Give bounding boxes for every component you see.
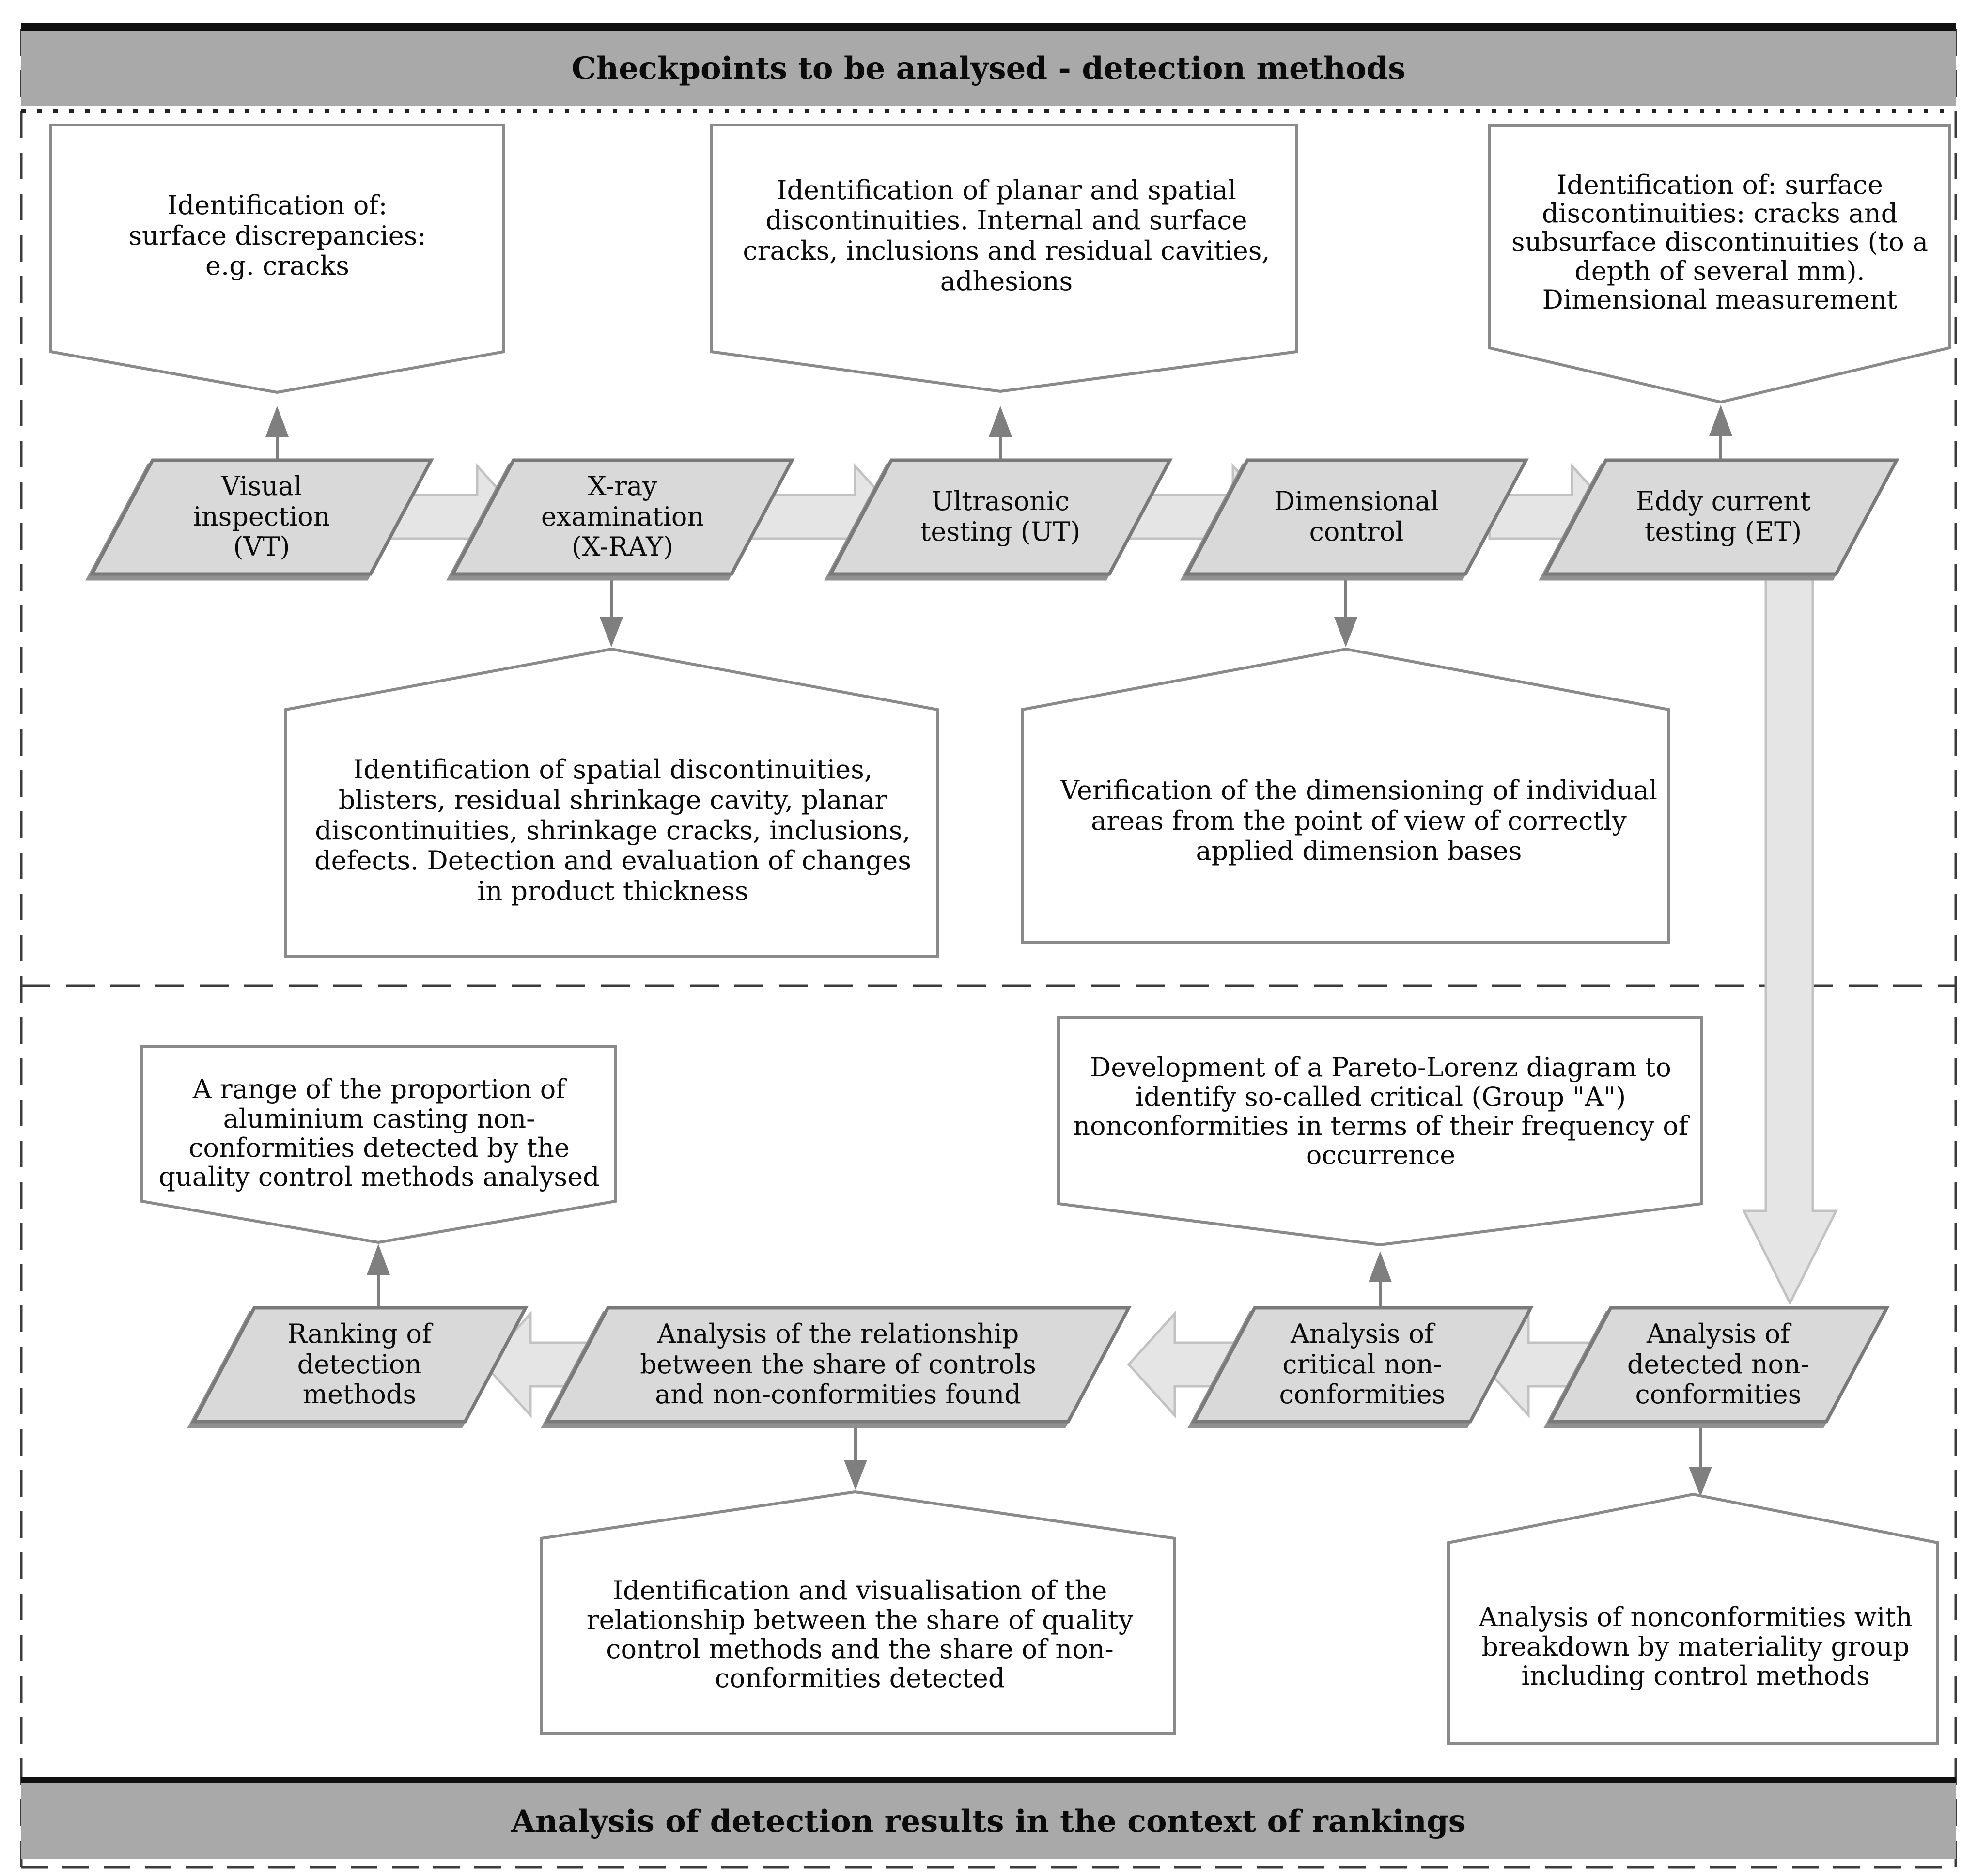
detected-result-arrow <box>1689 1423 1712 1497</box>
dimensional-result-arrow <box>1334 575 1357 647</box>
ranking-node-label: Ranking of detection methods <box>287 1318 432 1410</box>
dashed-frame <box>20 29 1957 1869</box>
ut-node-shape <box>828 458 1173 576</box>
vt-result-arrow <box>265 406 289 461</box>
ut-result-callout <box>710 124 1298 393</box>
footer-bar: Analysis of detection results in the con… <box>21 1777 1956 1859</box>
relationship-node-shape <box>545 1306 1132 1424</box>
xray-node-label: X-ray examination (X-RAY) <box>541 471 704 562</box>
critical-result-text: Development of a Pareto-Lorenz diagram t… <box>1073 1052 1688 1171</box>
detected-node-label: Analysis of detected non-conformities <box>1627 1318 1810 1410</box>
dimensional-result-box <box>1021 647 1670 944</box>
detected-node-shape <box>1547 1306 1890 1424</box>
relationship-result-text: Identification and visualisation of the … <box>586 1575 1134 1694</box>
ranking-result-text: A range of the proportion of aluminium c… <box>158 1074 600 1193</box>
et-to-detected-fat-arrow <box>1742 575 1838 1306</box>
vt-node-shape <box>89 458 434 576</box>
dimensional-node-label: Dimensional control <box>1274 486 1439 547</box>
et-result-arrow <box>1709 405 1732 461</box>
detected-result-box <box>1447 1492 1939 1745</box>
detected-result-text: Analysis of nonconformities with breakdo… <box>1479 1602 1913 1691</box>
dimensional-node-shape <box>1184 458 1529 576</box>
header-bar: Checkpoints to be analysed - detection m… <box>21 23 1956 106</box>
relationship-result-arrow <box>844 1423 867 1490</box>
xray-node-shape <box>450 458 795 576</box>
xray-result-arrow <box>600 575 623 647</box>
ut-result-text: Identification of planar and spatial dis… <box>743 174 1270 296</box>
critical-node-label: Analysis of critical non-conformities <box>1279 1318 1446 1410</box>
ranking-result-arrow <box>367 1244 390 1308</box>
vt-result-callout <box>49 124 505 394</box>
vt-node-label: Visual inspection (VT) <box>193 471 330 562</box>
critical-node-shape <box>1191 1306 1534 1424</box>
ranking-result-callout <box>140 1045 617 1244</box>
relationship-node-label: Analysis of the relationship between the… <box>640 1318 1036 1410</box>
header-title: Checkpoints to be analysed - detection m… <box>571 50 1406 87</box>
ut-result-arrow <box>989 406 1012 461</box>
et-node-shape <box>1542 458 1899 576</box>
critical-result-callout <box>1057 1016 1703 1247</box>
footer-title: Analysis of detection results in the con… <box>511 1803 1466 1840</box>
vt-result-text: Identification of: surface discrepancies… <box>128 190 426 281</box>
xray-result-box <box>284 647 939 958</box>
ranking-node-shape <box>191 1306 529 1424</box>
relationship-result-box <box>540 1490 1176 1735</box>
et-result-callout <box>1488 124 1951 404</box>
et-node-label: Eddy current testing (ET) <box>1635 486 1811 547</box>
xray-result-text: Identification of spatial discontinuitie… <box>314 754 911 906</box>
ut-node-label: Ultrasonic testing (UT) <box>920 486 1081 547</box>
dimensional-result-text: Verification of the dimensioning of indi… <box>1060 775 1658 867</box>
et-result-text: Identification of: surface discontinuiti… <box>1511 169 1929 315</box>
critical-result-arrow <box>1369 1251 1392 1308</box>
